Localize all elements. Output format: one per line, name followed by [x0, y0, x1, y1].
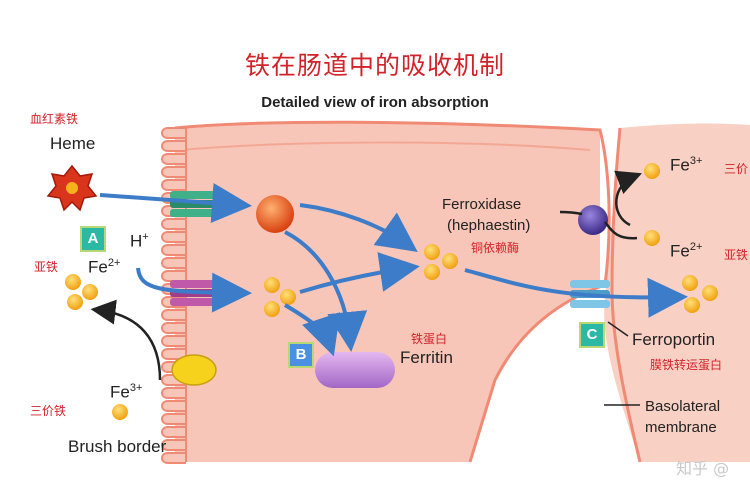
iron-ion	[442, 253, 458, 269]
label-fe3-right-cn: 三价	[724, 162, 749, 176]
ferric-reductase	[171, 354, 217, 386]
villus	[161, 452, 186, 464]
villus	[161, 127, 186, 139]
label-hephaestin: (hephaestin)	[447, 217, 531, 234]
iron-ion	[82, 284, 98, 300]
ferritin-capsule	[315, 352, 395, 388]
iron-ion	[644, 230, 660, 246]
iron-ion	[644, 163, 660, 179]
iron-ion	[67, 294, 83, 310]
box-a: A	[80, 226, 106, 252]
label-ferroportin: Ferroportin	[632, 330, 716, 349]
label-heme: Heme	[50, 134, 96, 153]
label-fe2-right-cn: 亚铁	[724, 248, 749, 262]
villus	[161, 309, 186, 321]
heme-oxygenase-sphere	[256, 195, 294, 233]
iron-ion	[112, 404, 128, 420]
label-fe3: Fe3+	[110, 382, 143, 402]
iron-ion	[264, 301, 280, 317]
label-fe3-right: Fe3+	[670, 155, 703, 175]
villus	[161, 231, 186, 243]
label-ferrous-cn: 亚铁	[34, 260, 59, 274]
label-fe2: Fe2+	[88, 257, 121, 277]
villus	[161, 400, 186, 412]
heme-icon	[46, 164, 98, 212]
villus	[161, 270, 186, 282]
iron-ion	[65, 274, 81, 290]
villus	[161, 426, 186, 438]
villus	[161, 413, 186, 425]
iron-ion	[280, 289, 296, 305]
villus	[161, 153, 186, 165]
villus	[161, 322, 186, 334]
label-ferric-cn: 三价铁	[30, 404, 67, 418]
iron-ion	[682, 275, 698, 291]
pathway-arrows	[99, 183, 688, 357]
iron-ion	[684, 297, 700, 313]
title-chinese: 铁在肠道中的吸收机制	[244, 51, 505, 80]
title-english: Detailed view of iron absorption	[261, 94, 489, 111]
villus	[161, 387, 186, 399]
villus	[161, 439, 186, 451]
iron-ion	[264, 277, 280, 293]
iron-ion	[424, 244, 440, 260]
conversion-arrows	[90, 170, 642, 381]
basolateral-membrane-line	[174, 120, 611, 463]
villus	[161, 244, 186, 256]
villus	[161, 140, 186, 152]
label-ferritin-cn: 铁蛋白	[411, 332, 448, 346]
label-ferritin: Ferritin	[400, 348, 453, 367]
iron-ion	[702, 285, 718, 301]
box-c: C	[579, 322, 605, 348]
label-hephaestin-cn: 铜依赖酶	[471, 241, 520, 255]
label-fe2-right: Fe2+	[670, 241, 703, 261]
villus	[161, 257, 186, 269]
label-ferroxidase: Ferroxidase	[442, 196, 522, 213]
villus	[161, 166, 186, 178]
brush-border-villi	[161, 127, 187, 464]
ferroxidase-sphere	[578, 205, 608, 235]
villus	[161, 218, 186, 230]
label-membrane: membrane	[645, 419, 717, 436]
label-ferroportin-cn: 膜铁转运蛋白	[650, 358, 723, 372]
villus	[161, 179, 186, 191]
label-brush-border: Brush border	[68, 437, 167, 456]
iron-ion	[424, 264, 440, 280]
iron-ions	[65, 163, 718, 420]
box-b: B	[288, 342, 314, 368]
label-h: H+	[130, 231, 149, 251]
watermark: 知乎 @	[676, 459, 730, 478]
label-basolateral: Basolateral	[645, 398, 721, 415]
label-heme-cn: 血红素铁	[30, 112, 79, 126]
villus	[161, 348, 186, 360]
villus	[161, 335, 186, 347]
